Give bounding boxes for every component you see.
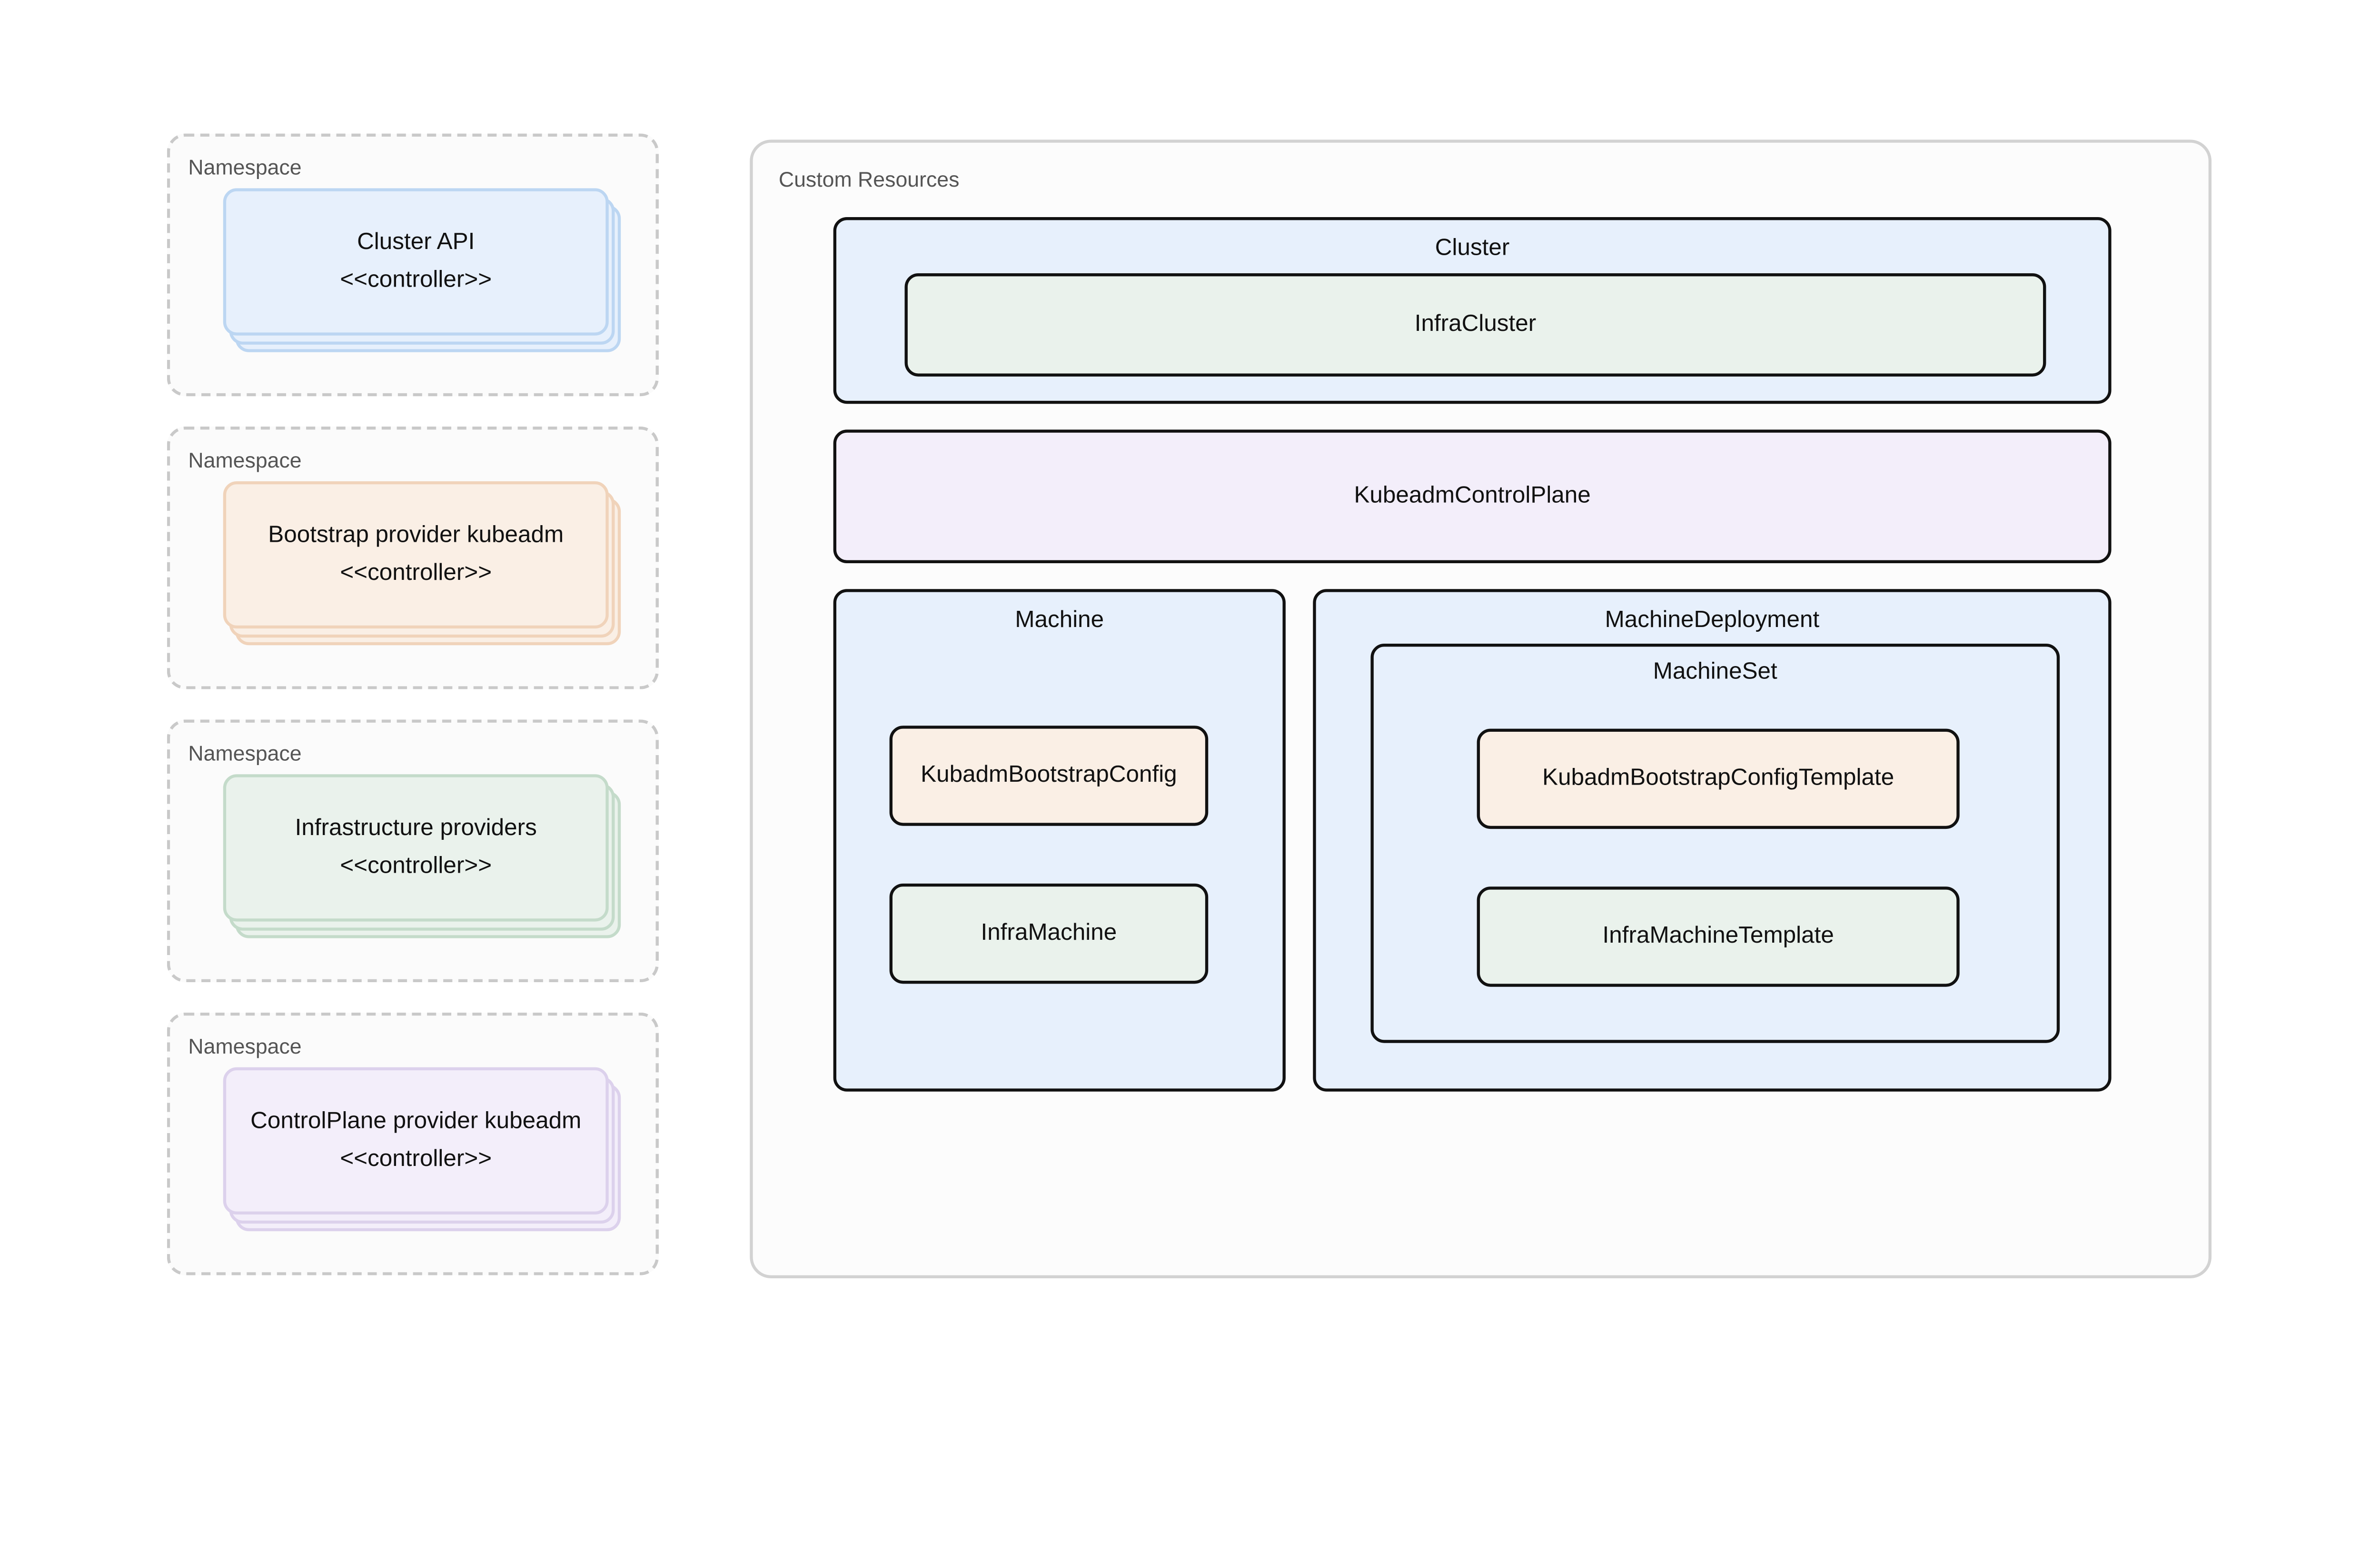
kubeadm-control-plane-box: KubeadmControlPlane: [833, 429, 2112, 564]
infra-machine-label: InfraMachine: [981, 920, 1117, 946]
infra-cluster-label: InfraCluster: [1414, 311, 1537, 337]
machine-title: Machine: [1015, 607, 1104, 633]
controller-card-controlplane-provider: ControlPlane provider kubeadm <<controll…: [223, 1067, 609, 1215]
custom-resources-label: Custom Resources: [778, 167, 960, 191]
controller-card-stack-controlplane-provider: ControlPlane provider kubeadm <<controll…: [223, 1067, 621, 1232]
controller-card-stereotype: <<controller>>: [340, 853, 492, 879]
controller-card-cluster-api: Cluster API <<controller>>: [223, 188, 609, 336]
kubadm-bootstrap-config-box: KubadmBootstrapConfig: [889, 726, 1209, 826]
machine-box: Machine KubadmBootstrapConfig InfraMachi…: [833, 589, 1286, 1092]
namespace-box-cluster-api: Namespace Cluster API <<controller>>: [167, 133, 659, 397]
machine-deployment-title: MachineDeployment: [1605, 607, 1820, 633]
cluster-api-architecture-diagram: Namespace Cluster API <<controller>> Nam…: [167, 133, 2212, 1278]
namespace-box-bootstrap-provider: Namespace Bootstrap provider kubeadm <<c…: [167, 427, 659, 689]
controller-card-title: Bootstrap provider kubeadm: [268, 522, 564, 548]
infra-machine-template-box: InfraMachineTemplate: [1477, 886, 1960, 987]
controller-card-infrastructure-providers: Infrastructure providers <<controller>>: [223, 774, 609, 922]
kubeadm-control-plane-label: KubeadmControlPlane: [1354, 483, 1591, 509]
controller-card-stack-cluster-api: Cluster API <<controller>>: [223, 188, 621, 352]
controller-card-stereotype: <<controller>>: [340, 267, 492, 293]
namespace-label: Namespace: [188, 155, 302, 179]
infra-cluster-box: InfraCluster: [904, 273, 2046, 377]
controller-card-bootstrap-provider: Bootstrap provider kubeadm <<controller>…: [223, 481, 609, 629]
kubadm-bootstrap-config-label: KubadmBootstrapConfig: [921, 762, 1177, 788]
namespace-box-controlplane-provider: Namespace ControlPlane provider kubeadm …: [167, 1012, 659, 1275]
machine-set-box: MachineSet KubadmBootstrapConfigTemplate…: [1370, 644, 2060, 1043]
machine-set-title: MachineSet: [1653, 658, 1777, 685]
controller-card-stack-infrastructure-providers: Infrastructure providers <<controller>>: [223, 774, 621, 938]
namespace-label: Namespace: [188, 741, 302, 766]
controller-card-stack-bootstrap-provider: Bootstrap provider kubeadm <<controller>…: [223, 481, 621, 646]
kubadm-bootstrap-config-template-label: KubadmBootstrapConfigTemplate: [1542, 765, 1894, 791]
namespace-label: Namespace: [188, 1034, 302, 1058]
namespace-box-infrastructure-providers: Namespace Infrastructure providers <<con…: [167, 719, 659, 983]
cluster-title: Cluster: [1435, 235, 1510, 261]
kubadm-bootstrap-config-template-box: KubadmBootstrapConfigTemplate: [1477, 728, 1960, 829]
machine-deployment-box: MachineDeployment MachineSet KubadmBoots…: [1313, 589, 2112, 1092]
controller-card-stereotype: <<controller>>: [340, 1146, 492, 1172]
controller-card-title: ControlPlane provider kubeadm: [250, 1108, 582, 1135]
namespace-label: Namespace: [188, 448, 302, 472]
cluster-box: Cluster InfraCluster: [833, 217, 2112, 404]
controller-card-title: Infrastructure providers: [295, 815, 537, 842]
controller-card-stereotype: <<controller>>: [340, 560, 492, 586]
infra-machine-template-label: InfraMachineTemplate: [1602, 923, 1834, 949]
infra-machine-box: InfraMachine: [889, 883, 1209, 984]
custom-resources-panel: Custom Resources Cluster InfraCluster Ku…: [750, 139, 2212, 1278]
controller-card-title: Cluster API: [357, 229, 475, 256]
